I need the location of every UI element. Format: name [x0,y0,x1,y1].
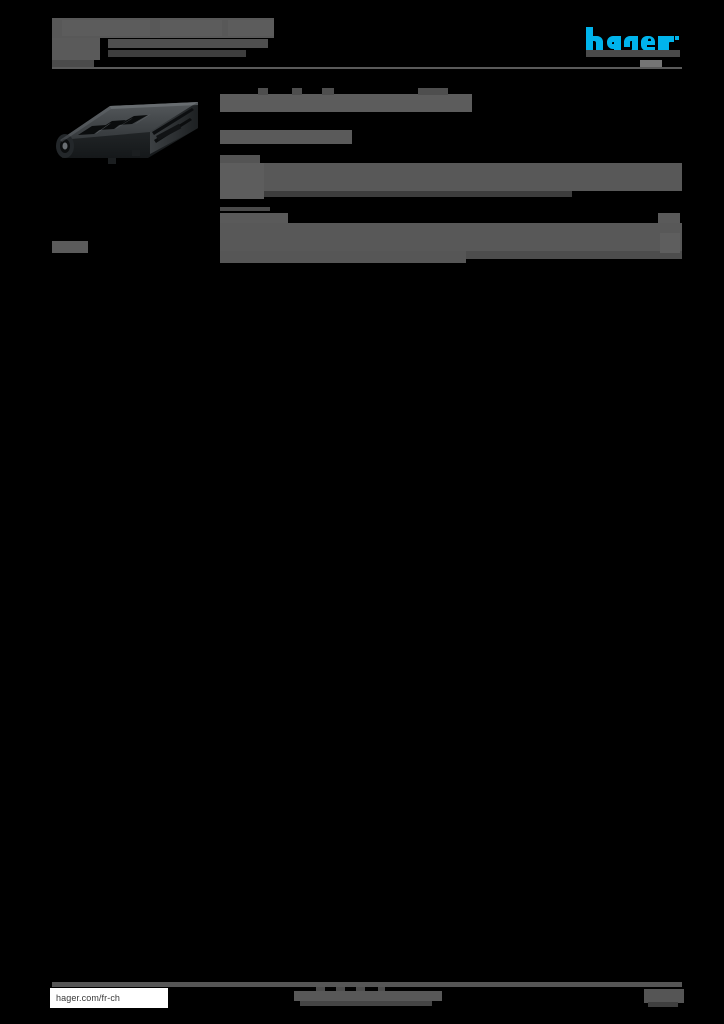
spec-table-1-note [264,191,572,197]
spec-table-2-rule [220,207,270,211]
footer-center-kicker-2 [336,987,345,992]
footer-right-text [644,989,684,1003]
footer-center-kicker-3 [356,987,365,992]
spec-table-2-row-2-value [466,251,682,259]
spec-table-1-value [264,163,682,191]
footer-divider [52,982,682,987]
content-subheading [220,130,352,144]
page-title-segment-2 [62,20,150,36]
logo-underline [586,50,680,57]
product-code [52,241,88,253]
footer-center-line-2 [300,1001,432,1006]
page-header [0,0,724,72]
spec-table-2-header-right [658,213,680,223]
footer-center-text [294,991,442,1001]
header-badge [52,38,100,60]
page-title-segment-3 [160,20,222,36]
product-image [52,88,202,176]
spec-table-1-label [220,155,260,163]
spec-table-1-key [220,163,264,199]
content-heading [220,94,472,112]
footer-url-text: hager.com/fr-ch [56,993,121,1003]
spec-table-2-header [220,213,288,223]
content-heading-kicker-3 [322,88,334,95]
spec-table-2-badge [660,233,680,253]
footer-center-kicker-4 [378,987,385,992]
content-heading-kicker-1 [258,88,268,95]
header-rule-tag-right [640,60,662,67]
spec-table-2-row-1 [220,223,682,251]
header-subtitle [108,39,268,48]
header-divider [52,67,682,69]
footer-right-line-2 [648,1002,678,1007]
header-subtitle-line-2 [108,50,246,57]
footer-url[interactable]: hager.com/fr-ch [50,988,168,1008]
footer-center-kicker-1 [316,987,325,992]
content-heading-kicker-2 [292,88,302,95]
header-rule-tag-left [52,60,94,67]
spec-table-2-row-2 [220,251,466,263]
content-heading-kicker-4 [418,88,448,95]
page-title-segment-4 [228,20,274,36]
